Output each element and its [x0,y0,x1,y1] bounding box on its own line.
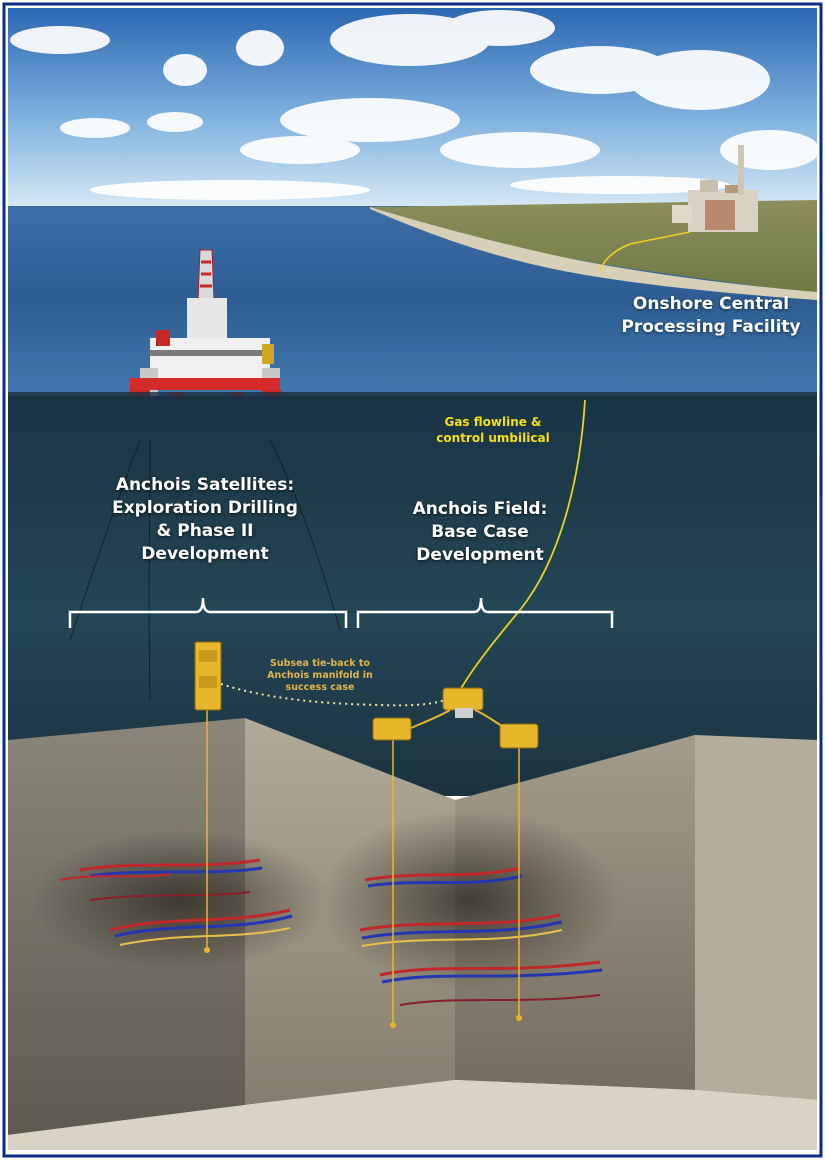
onshore-pipeline [599,231,691,271]
onshore-facility [672,145,758,232]
surface-edge [8,392,817,398]
clouds [10,10,820,200]
subsea-tree-right [499,723,539,749]
field-bracket [356,597,614,628]
wells [206,700,520,1025]
reservoir-shadow-right [320,810,620,990]
seabed-right-face [695,735,817,1100]
beach [370,207,817,300]
seabed-floor [8,1080,817,1150]
field-label: Anchois Field: Base Case Development [412,499,548,565]
satellite-wellhead [194,641,222,711]
mooring-lines [69,439,341,701]
subsea-tree-left [372,717,412,741]
reservoir-shadow-left [30,830,330,970]
jumpers [410,709,506,729]
onshore-facility-label: Onshore Central Processing Facility [621,294,801,337]
gas-flowline-label: Gas flowline & control umbilical [436,415,550,445]
satellites-bracket [68,597,348,628]
tieback-label: Subsea tie-back to Anchois manifold in s… [267,658,373,693]
subsea-manifold [442,687,484,718]
satellites-label: Anchois Satellites: Exploration Drilling… [112,475,298,564]
seismic-reflectors-right [359,866,603,1006]
well-tips [204,947,522,1028]
gas-flowline [459,399,586,691]
